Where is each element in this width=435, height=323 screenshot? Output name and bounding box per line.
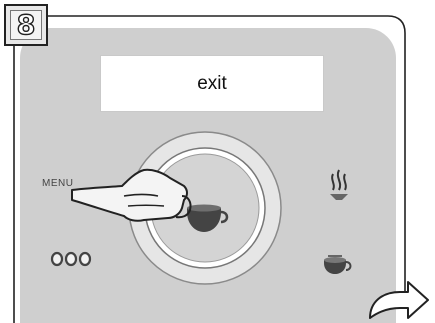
next-page-arrow-icon[interactable] [364,270,434,323]
step-number: 8 [16,9,36,41]
pointing-hand-icon [71,168,192,222]
display-screen: exit [100,55,324,112]
bean-strength-icon[interactable] [50,250,94,268]
step-number-box: 8 [4,4,48,46]
menu-button[interactable]: MENU [42,178,74,189]
display-text: exit [197,72,227,94]
cup-small-icon[interactable] [320,252,354,276]
steam-icon[interactable] [326,168,352,204]
